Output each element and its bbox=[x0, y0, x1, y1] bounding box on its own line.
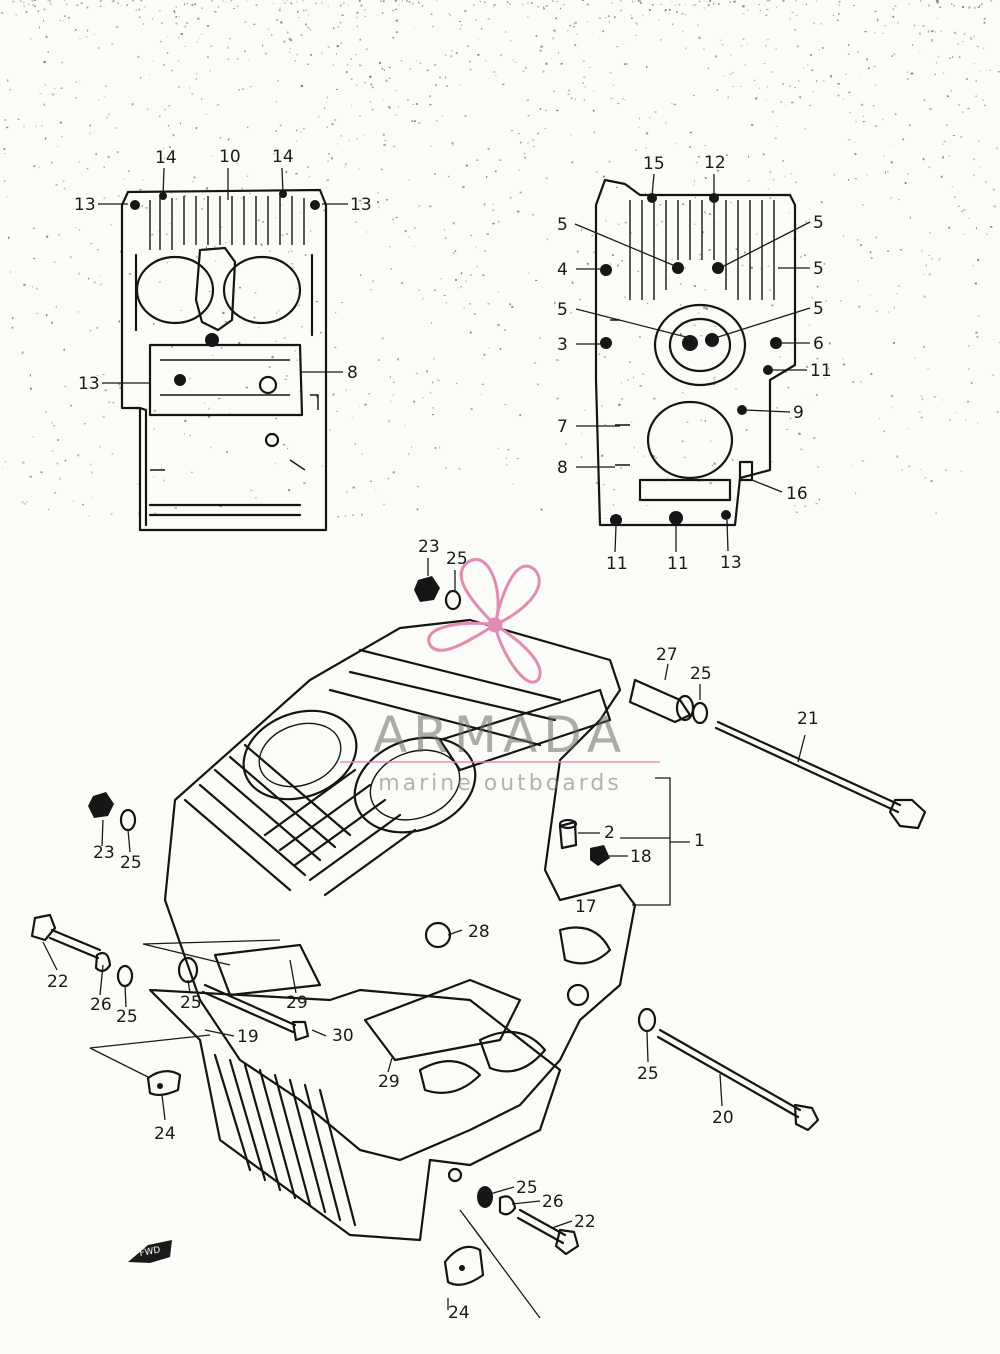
watermark: ARMADA marine outboards bbox=[340, 558, 660, 796]
callout-label: 5 bbox=[813, 259, 824, 279]
callout-label: 7 bbox=[557, 417, 568, 437]
callout-label: 17 bbox=[575, 897, 597, 917]
hardware-parts bbox=[30, 576, 927, 1319]
main-crankcase bbox=[148, 618, 637, 1242]
lower-crankcase-view bbox=[594, 178, 797, 527]
callout-label: 24 bbox=[154, 1124, 176, 1144]
callout-label: 24 bbox=[448, 1303, 470, 1323]
fwd-arrow-icon bbox=[128, 1240, 172, 1263]
callout-labels-main: 23 25 27 25 21 2 18 1 23 25 17 28 22 26 … bbox=[42, 537, 819, 1323]
callout-label: 25 bbox=[116, 1007, 138, 1027]
callout-labels-upper-right: 15 12 5 5 4 5 5 5 3 6 11 7 9 8 16 11 11 … bbox=[557, 153, 832, 574]
upper-crankcase-bottom-view bbox=[120, 188, 328, 532]
callout-label: 21 bbox=[797, 709, 819, 729]
callout-label: 8 bbox=[347, 363, 358, 383]
callout-label: 26 bbox=[90, 995, 112, 1015]
callout-label: 15 bbox=[643, 154, 665, 174]
fwd-marker: FWD bbox=[139, 1245, 161, 1259]
callout-label: 29 bbox=[286, 993, 308, 1013]
callout-label: 14 bbox=[272, 147, 294, 167]
callout-label: 25 bbox=[180, 993, 202, 1013]
callout-label: 5 bbox=[813, 299, 824, 319]
callout-label: 30 bbox=[332, 1026, 354, 1046]
callout-label: 1 bbox=[694, 831, 705, 851]
callout-label: 13 bbox=[74, 195, 96, 215]
callout-label: 10 bbox=[219, 147, 241, 167]
callout-label: 8 bbox=[557, 458, 568, 478]
callout-label: 12 bbox=[704, 153, 726, 173]
callout-label: 27 bbox=[656, 645, 678, 665]
callout-label: 20 bbox=[712, 1108, 734, 1128]
callout-label: 11 bbox=[606, 554, 628, 574]
callout-label: 26 bbox=[542, 1192, 564, 1212]
callout-label: 18 bbox=[630, 847, 652, 867]
callout-label: 19 bbox=[237, 1027, 259, 1047]
callout-label: 2 bbox=[604, 823, 615, 843]
callout-label: 5 bbox=[557, 215, 568, 235]
callout-label: 16 bbox=[786, 484, 808, 504]
callout-label: 22 bbox=[574, 1212, 596, 1232]
callout-label: 29 bbox=[378, 1072, 400, 1092]
callout-label: 13 bbox=[350, 195, 372, 215]
watermark-tagline: marine outboards bbox=[378, 771, 622, 796]
scan-noise bbox=[0, 0, 1000, 519]
callout-label: 5 bbox=[557, 300, 568, 320]
callout-label: 23 bbox=[93, 843, 115, 863]
callout-label: 25 bbox=[690, 664, 712, 684]
watermark-brand: ARMADA bbox=[373, 706, 627, 764]
callout-label: 4 bbox=[557, 260, 568, 280]
callout-label: 25 bbox=[637, 1064, 659, 1084]
callout-label: 13 bbox=[720, 553, 742, 573]
callout-label: 25 bbox=[120, 853, 142, 873]
callout-labels-upper-left: 14 10 14 13 13 13 8 bbox=[74, 147, 372, 394]
callout-label: 25 bbox=[446, 549, 468, 569]
callout-label: 11 bbox=[667, 554, 689, 574]
callout-label: 14 bbox=[155, 148, 177, 168]
callout-label: 3 bbox=[557, 335, 568, 355]
callout-label: 25 bbox=[516, 1178, 538, 1198]
callout-label: 6 bbox=[813, 334, 824, 354]
callout-label: 23 bbox=[418, 537, 440, 557]
propeller-logo-icon bbox=[427, 558, 542, 684]
callout-label: 11 bbox=[810, 361, 832, 381]
callout-label: 13 bbox=[78, 374, 100, 394]
callout-label: 5 bbox=[813, 213, 824, 233]
callout-label: 22 bbox=[47, 972, 69, 992]
callout-label: 9 bbox=[793, 403, 804, 423]
callout-label: 28 bbox=[468, 922, 490, 942]
